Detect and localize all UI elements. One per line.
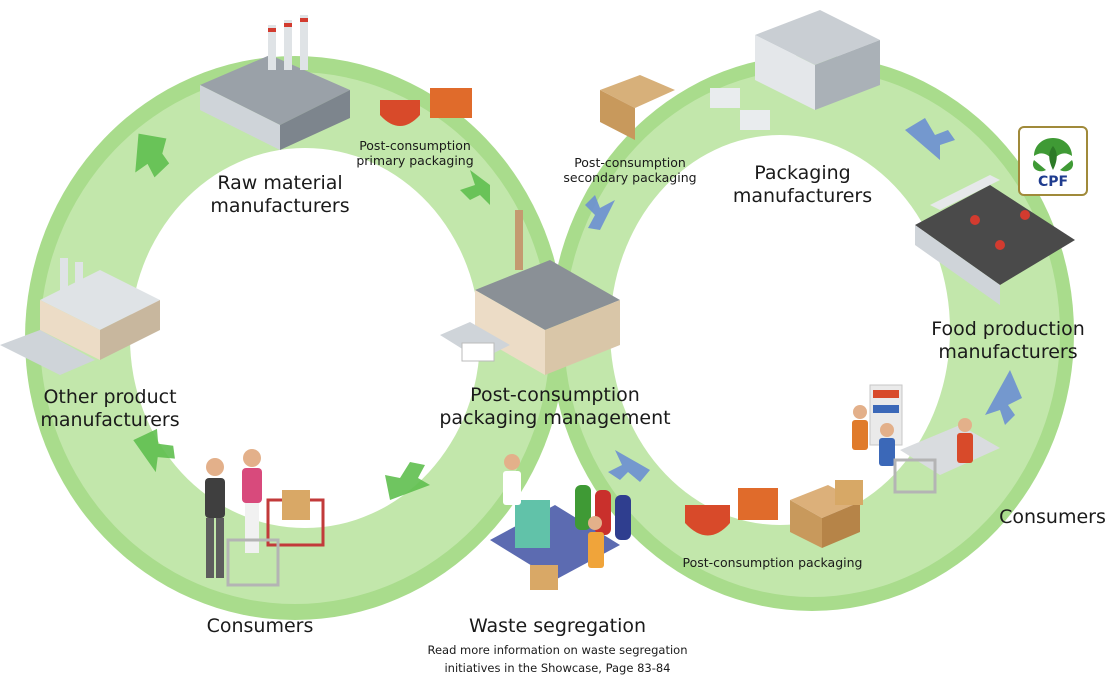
- cpf-logo-text: CPF: [1037, 174, 1069, 190]
- green-arrows: [133, 133, 490, 500]
- label-post-primary: Post-consumption primary packaging: [356, 138, 474, 168]
- arrow-icon: [133, 428, 175, 473]
- arrow-icon: [460, 170, 490, 205]
- consumers-right-illustration: [852, 384, 1000, 494]
- recycling-facility: [440, 210, 620, 375]
- other-product-factory: [0, 258, 160, 375]
- raw-material-factory: [200, 15, 350, 150]
- arrow-icon: [905, 118, 955, 160]
- label-other-product: Other product manufacturers: [40, 386, 180, 431]
- label-food-production: Food production manufacturers: [931, 318, 1085, 363]
- arrow-icon: [608, 450, 650, 482]
- read-more-note: Read more information on waste segregati…: [427, 643, 688, 675]
- cpf-logo: CPF: [1018, 126, 1088, 196]
- primary-packaging-illustration: [380, 88, 472, 126]
- label-raw-material: Raw material manufacturers: [210, 172, 350, 217]
- label-waste-segregation: Waste segregation: [468, 615, 647, 637]
- arrow-icon: [985, 370, 1022, 425]
- food-production-facility: [915, 175, 1075, 305]
- label-post-secondary: Post-consumption secondary packaging: [563, 155, 697, 185]
- label-consumers-right: Consumers: [999, 506, 1106, 528]
- arrow-icon: [385, 462, 430, 500]
- label-packaging-manufacturers: Packaging manufacturers: [732, 162, 873, 207]
- consumers-left-illustration: [205, 449, 325, 587]
- blue-arrows: [585, 118, 1022, 482]
- label-consumers-left: Consumers: [206, 615, 314, 637]
- packaging-factory: [600, 10, 880, 140]
- waste-segregation-illustration: [490, 454, 631, 590]
- arrow-icon: [135, 133, 170, 178]
- post-consumption-packaging-illustration: [685, 480, 863, 548]
- label-post-packaging: Post-consumption packaging: [682, 555, 863, 570]
- left-loop: [25, 56, 565, 620]
- label-pcp-management: Post-consumption packaging management: [439, 384, 671, 429]
- arrow-icon: [585, 195, 615, 230]
- leaf-icon: [1032, 138, 1074, 172]
